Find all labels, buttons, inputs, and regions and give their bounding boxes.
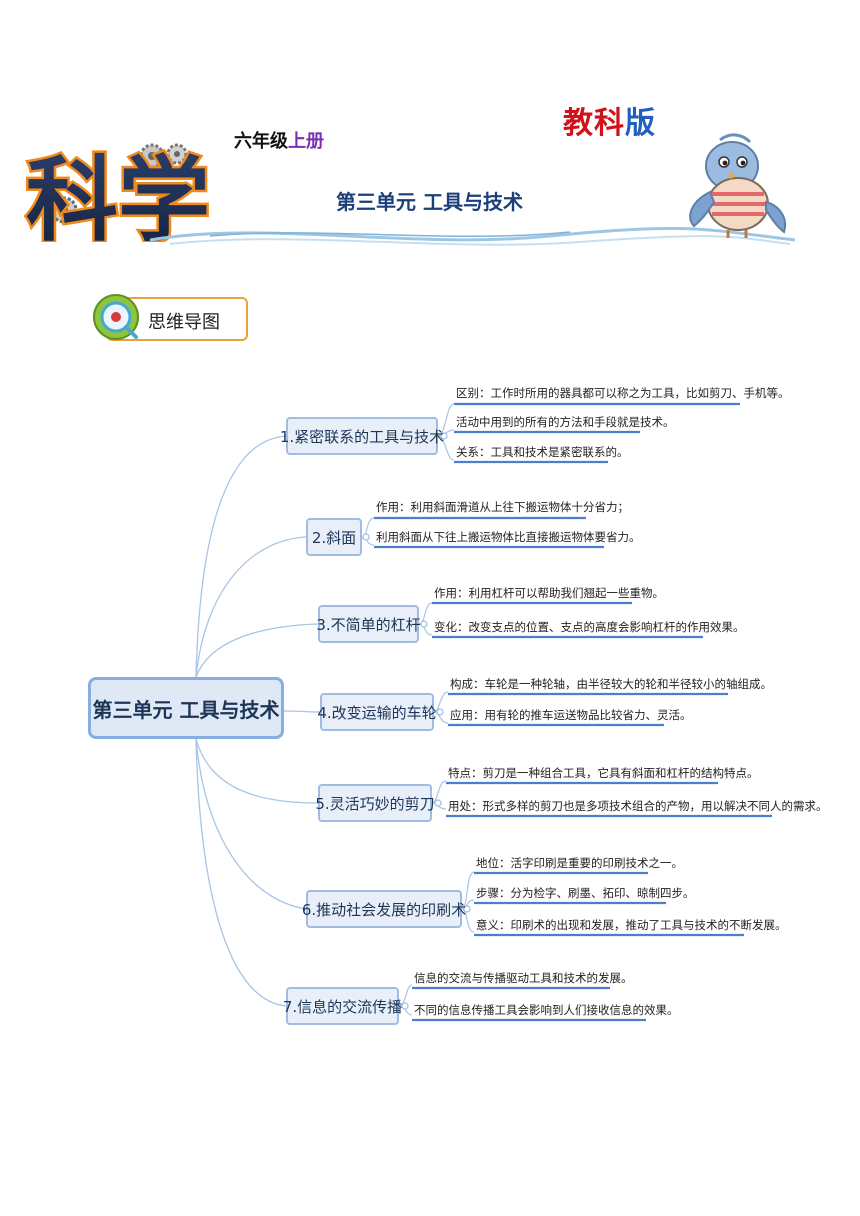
topic-node-5[interactable]: 5.灵活巧妙的剪刀	[315, 784, 435, 822]
topic-node-3[interactable]: 3.不简单的杠杆	[316, 605, 421, 643]
mindmap-root-node[interactable]: 第三单元 工具与技术	[88, 677, 284, 739]
leaf-item: 作用：利用斜面滑道从上往下搬运物体十分省力；	[376, 500, 629, 514]
leaf-item: 作用：利用杠杆可以帮助我们翘起一些重物。	[434, 586, 664, 600]
publisher-part-1: 教科	[563, 106, 625, 141]
leaf-item: 不同的信息传播工具会影响到人们接收信息的效果。	[414, 1003, 679, 1017]
science-logo: 科学	[24, 143, 213, 242]
bird-mascot-icon	[689, 133, 786, 238]
leaf-item: 地位：活字印刷是重要的印刷技术之一。	[476, 856, 683, 870]
leaf-item: 利用斜面从下往上搬运物体比直接搬运物体要省力。	[376, 530, 641, 544]
leaf-item: 变化：改变支点的位置、支点的高度会影响杠杆的作用效果。	[434, 620, 745, 634]
topic-node-7[interactable]: 7.信息的交流传播	[283, 987, 402, 1025]
leaf-item: 意义：印刷术的出现和发展，推动了工具与技术的不断发展。	[476, 918, 787, 932]
badge-label: 思维导图	[148, 312, 220, 333]
leaf-item: 特点：剪刀是一种组合工具，它具有斜面和杠杆的结构特点。	[448, 766, 759, 780]
leaf-item: 构成：车轮是一种轮轴，由半径较大的轮和半径较小的轴组成。	[450, 677, 772, 691]
leaf-item: 区别：工作时所用的器具都可以称之为工具，比如剪刀、手机等。	[456, 386, 790, 400]
leaf-item: 信息的交流与传播驱动工具和技术的发展。	[414, 971, 633, 985]
header-wave	[150, 226, 795, 246]
topic-node-4[interactable]: 4.改变运输的车轮	[317, 693, 437, 731]
grade-part-1: 六年级	[234, 131, 288, 152]
grade-part-2: 上册	[288, 131, 324, 152]
publisher-title: 教科版	[563, 98, 656, 142]
leaf-item: 关系：工具和技术是紧密联系的。	[456, 445, 629, 459]
mindmap-badge: 思维导图	[84, 289, 248, 347]
leaf-item: 步骤：分为检字、刷墨、拓印、晾制四步。	[476, 886, 695, 900]
topic-node-1[interactable]: 1.紧密联系的工具与技术	[280, 417, 444, 455]
topic-node-6[interactable]: 6.推动社会发展的印刷术	[302, 890, 466, 928]
unit-title: 第三单元 工具与技术	[336, 190, 523, 214]
magnifier-icon	[93, 294, 139, 340]
logo-text: 科学	[26, 146, 210, 242]
leaf-item: 用处：形式多样的剪刀也是多项技术组合的产物，用以解决不同人的需求。	[448, 799, 828, 813]
grade-label: 六年级上册	[234, 127, 324, 153]
gear-icon	[139, 143, 188, 169]
leaf-item: 应用：用有轮的推车运送物品比较省力、灵活。	[450, 708, 692, 722]
gear-icon	[50, 196, 78, 224]
leaf-item: 活动中用到的所有的方法和手段就是技术。	[456, 415, 675, 429]
publisher-part-2: 版	[625, 106, 656, 141]
topic-node-2[interactable]: 2.斜面	[306, 518, 362, 556]
